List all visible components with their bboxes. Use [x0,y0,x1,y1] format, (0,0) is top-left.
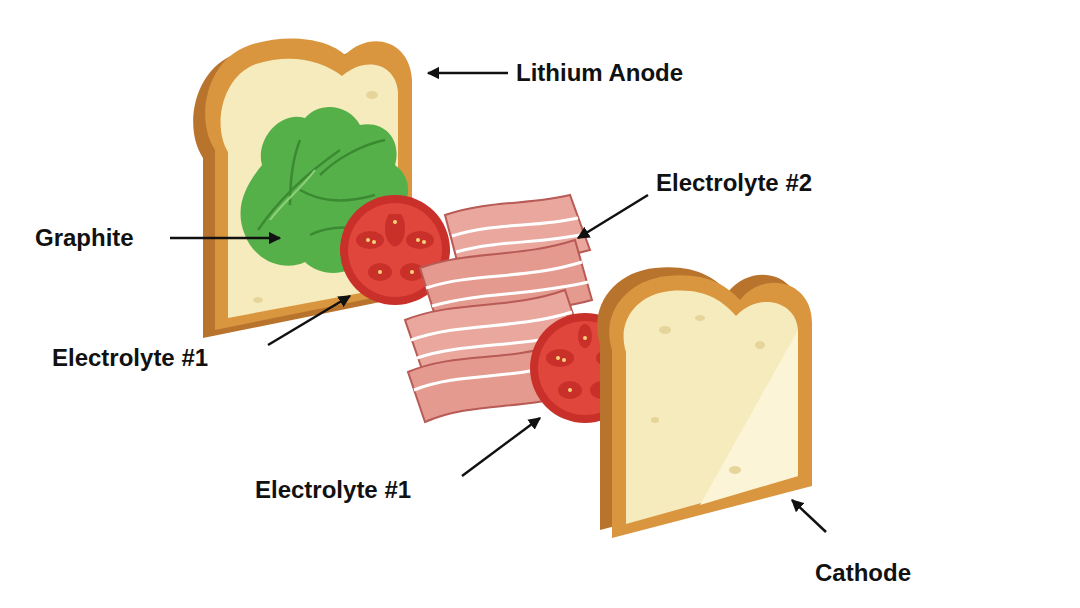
bacon [405,195,592,422]
part-label: Electrolyte #2 [654,169,814,197]
leader-arrows [170,73,826,532]
part-label: Electrolyte #1 [253,476,413,504]
part-label: Cathode [813,559,913,587]
bread-slice [597,267,812,538]
part-label: Electrolyte #1 [50,344,210,372]
part-label: Graphite [33,224,136,252]
part-label: Lithium Anode [514,59,685,87]
